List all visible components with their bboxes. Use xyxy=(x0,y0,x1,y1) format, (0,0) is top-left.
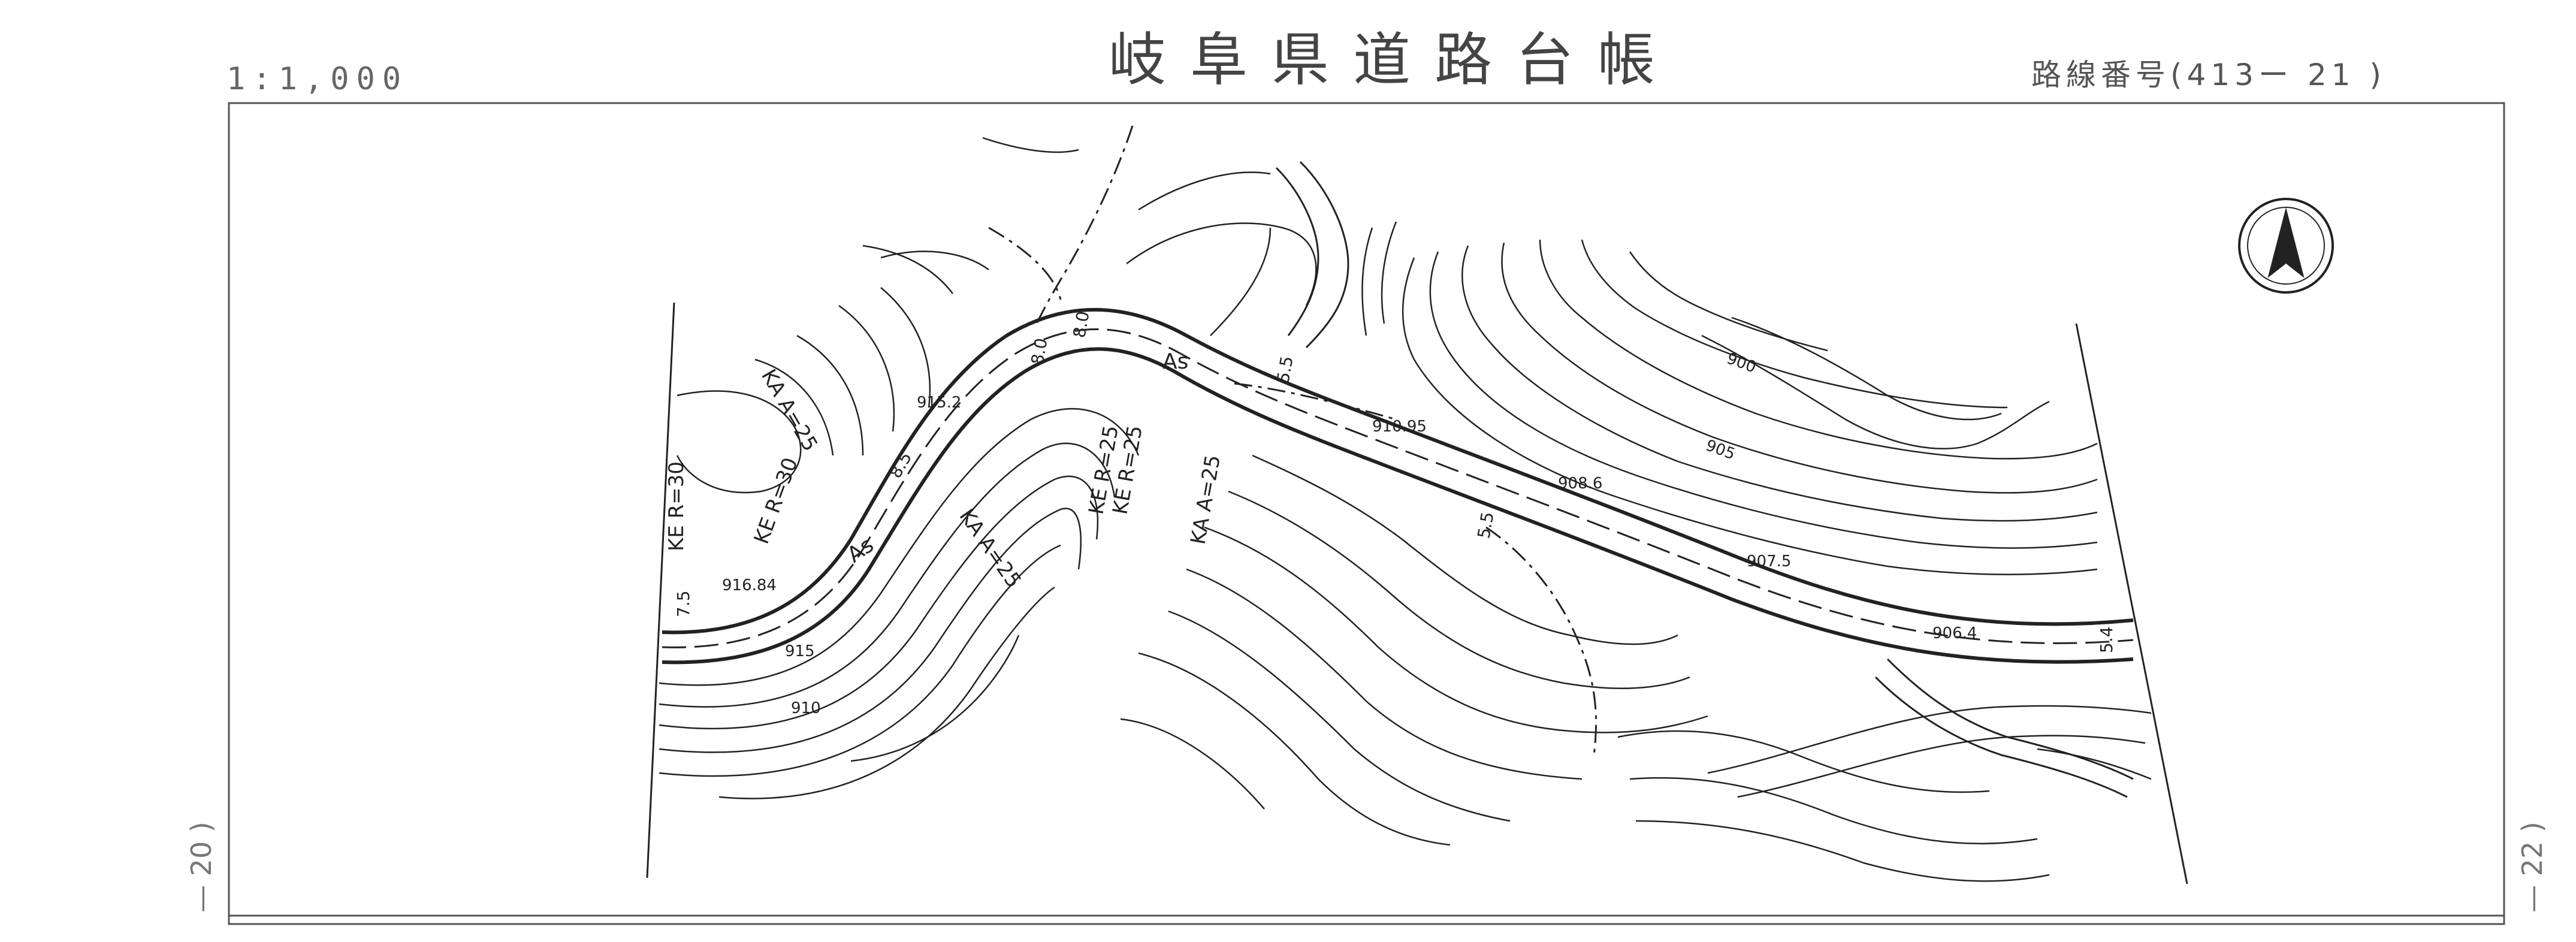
contours-north xyxy=(1361,221,2098,575)
road-alignment xyxy=(662,307,2134,665)
north-loop xyxy=(1275,161,1349,349)
survey-boundary-right xyxy=(2075,323,2188,884)
contour-label: 905 xyxy=(1704,436,1738,463)
river xyxy=(1874,658,2134,798)
width-label: 8.5 xyxy=(885,448,916,481)
width-label: 5.5 xyxy=(1473,511,1497,541)
width-label: 8.0 xyxy=(1069,310,1093,340)
pavement-label: As xyxy=(1162,349,1188,374)
route-number: 路線番号(413ー 21 ) xyxy=(2031,58,2386,92)
curve-label: KE R=30 xyxy=(750,454,803,547)
elevation-label: 908.6 xyxy=(1558,475,1602,493)
curve-label: KA A=25 xyxy=(756,366,822,456)
map-frame xyxy=(228,102,2505,925)
survey-boundary-left xyxy=(646,302,675,878)
curve-label: KA A=25 xyxy=(955,505,1026,592)
curve-label: KA A=25 xyxy=(1186,453,1225,546)
contour-label: 900 xyxy=(1725,349,1759,376)
width-label: 7.5 xyxy=(674,590,693,617)
elevation-label: 916.84 xyxy=(722,576,777,594)
contour-label: 915 xyxy=(785,642,815,660)
width-label: 8.0 xyxy=(1027,337,1051,367)
north-arrow-icon xyxy=(2238,198,2334,294)
contours-south xyxy=(659,407,2152,882)
contour-label: 910 xyxy=(791,699,821,717)
width-label: 5.5 xyxy=(1273,355,1297,385)
width-label: 5.4 xyxy=(2097,626,2116,653)
elevation-label: 915.2 xyxy=(917,394,961,412)
curve-label: KE R=30 xyxy=(665,461,688,551)
page-title: 岐阜県道路台帳 xyxy=(1109,26,1679,93)
road-centerline xyxy=(662,328,2134,648)
contours-west xyxy=(676,137,1317,494)
map-scale: 1:1,000 xyxy=(227,61,409,97)
elevation-label: 906.4 xyxy=(1932,624,1977,642)
stream-lines xyxy=(988,125,1597,756)
elevation-label: 907.5 xyxy=(1747,552,1791,570)
elevation-label: 910.95 xyxy=(1372,418,1427,436)
